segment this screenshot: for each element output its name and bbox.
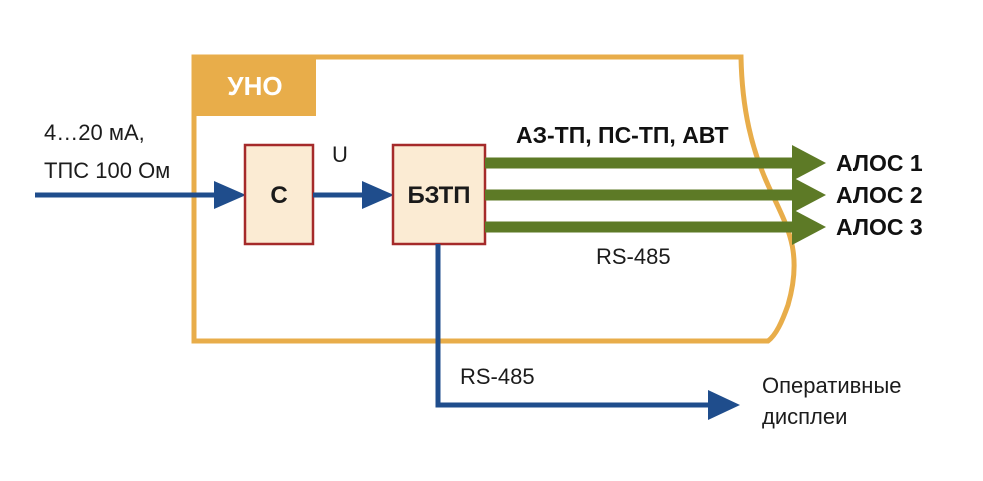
block-bztp-label: БЗТП (408, 182, 471, 209)
display-label-line2: дисплеи (762, 404, 847, 429)
display-bus-line (435, 244, 712, 408)
output-label-2: АЛОС 2 (836, 182, 923, 208)
uno-title: УНО (227, 71, 282, 101)
output-group-label: АЗ-ТП, ПС-ТП, АВТ (516, 122, 729, 148)
signal-u-label: U (332, 142, 348, 167)
input-arrow-head (214, 181, 246, 209)
input-label-line2: ТПС 100 Ом (44, 158, 170, 183)
block-c-label: С (270, 182, 287, 209)
display-label-line1: Оперативные (762, 373, 902, 398)
output-arrow-3-head (792, 209, 826, 245)
c-to-bztp-arrow-head (362, 181, 394, 209)
input-label-line1: 4…20 мА, (44, 120, 145, 145)
display-bus-arrow-head (708, 390, 740, 420)
output-label-3: АЛОС 3 (836, 214, 923, 240)
uno-title-tab (194, 57, 316, 116)
output-arrow-2-head (792, 177, 826, 213)
output-label-1: АЛОС 1 (836, 150, 923, 176)
bus-label-bottom: RS-485 (460, 364, 535, 389)
output-arrow-1-head (792, 145, 826, 181)
bus-label-top: RS-485 (596, 244, 671, 269)
